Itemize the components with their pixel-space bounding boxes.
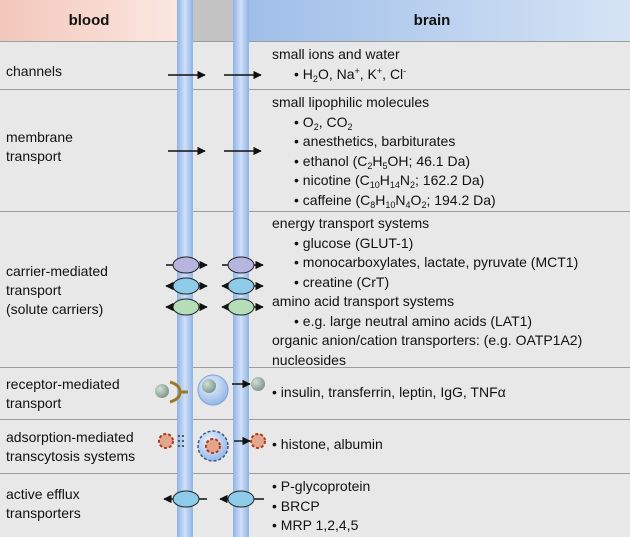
row-bg-carrier	[0, 211, 630, 367]
details-receptor-mediated: • insulin, transferrin, leptin, IgG, TNF…	[272, 383, 506, 403]
details-membrane-transport: small lipophilic molecules • O2, CO2 • a…	[272, 93, 496, 210]
details-channels: small ions and water • H2O, Na+, K+, Cl-	[272, 45, 406, 84]
blood-header-label: blood	[68, 12, 110, 29]
details-title: small ions and water	[272, 46, 400, 62]
details-item: • histone, albumin	[272, 436, 383, 452]
category-membrane-transport: membrane transport	[6, 128, 73, 166]
row-bg-membrane	[0, 89, 630, 211]
row-separator	[0, 89, 630, 90]
row-separator	[0, 367, 630, 368]
details-heading: nucleosides	[272, 351, 346, 368]
category-line: active efflux	[6, 486, 80, 502]
details-item: • monocarboxylates, lactate, pyruvate (M…	[294, 254, 579, 270]
details-item: • O2, CO2	[294, 113, 353, 132]
details-adsorption-mediated: • histone, albumin	[272, 435, 383, 455]
efflux-pump-icon	[163, 490, 264, 508]
row-separator	[0, 473, 630, 474]
category-line: transcytosis systems	[6, 448, 136, 464]
details-item: • anesthetics, barbiturates	[294, 133, 456, 149]
category-receptor-mediated: receptor-mediated transport	[6, 375, 120, 413]
details-carrier-mediated: energy transport systems • glucose (GLUT…	[272, 214, 582, 370]
row-bg-adsorption	[0, 419, 630, 473]
category-line: carrier-mediated	[6, 263, 108, 279]
category-line: (solute carriers)	[6, 301, 104, 317]
category-line: transporters	[6, 505, 81, 521]
details-title: small lipophilic molecules	[272, 94, 430, 110]
details-heading: organic anion/cation transporters: (e.g.…	[272, 332, 583, 348]
details-item: • ethanol (C2H5OH; 46.1 Da)	[294, 152, 471, 171]
details-item: • creatine (CrT)	[294, 273, 390, 290]
details-item: • MRP 1,2,4,5	[272, 517, 359, 533]
category-channels: channels	[6, 62, 62, 81]
details-item: • nicotine (C10H14N2; 162.2 Da)	[294, 172, 485, 190]
blood-header: blood	[0, 0, 178, 41]
details-item: • e.g. large neutral amino acids (LAT1)	[294, 312, 533, 329]
brain-header-label: brain	[413, 12, 451, 29]
carrier-bidirectional-icon	[165, 277, 264, 295]
row-bg-efflux	[0, 473, 630, 537]
category-line: channels	[6, 63, 63, 79]
category-active-efflux: active efflux transporters	[6, 485, 81, 523]
carrier-lat1-icon	[165, 298, 264, 316]
details-item: • caffeine (C8H10N4O2; 194.2 Da)	[294, 191, 496, 210]
details-item: • BRCP	[272, 497, 320, 514]
row-separator	[0, 41, 630, 42]
category-line: membrane	[6, 129, 73, 145]
details-active-efflux: • P-glycoprotein • BRCP • MRP 1,2,4,5	[272, 477, 370, 536]
details-item: • glucose (GLUT-1)	[294, 234, 414, 251]
adsorptive-vesicle-icon	[197, 430, 229, 462]
row-bg-receptor	[0, 367, 630, 419]
endocytic-vesicle-icon	[197, 374, 229, 406]
details-heading: amino acid transport systems	[272, 293, 455, 309]
row-bg-channels	[0, 41, 630, 89]
row-separator	[0, 211, 630, 212]
details-heading: energy transport systems	[272, 215, 430, 231]
category-adsorption-mediated: adsorption-mediated transcytosis systems	[6, 428, 135, 466]
row-separator	[0, 419, 630, 420]
category-carrier-mediated: carrier-mediated transport (solute carri…	[6, 262, 108, 319]
details-item: • H2O, Na+, K+, Cl-	[294, 65, 407, 84]
adsorption-release-icon	[234, 433, 266, 449]
category-line: transport	[6, 395, 62, 411]
carrier-glut1-icon	[166, 256, 264, 274]
category-line: transport	[6, 148, 62, 164]
receptor-release-icon	[232, 377, 265, 391]
category-line: receptor-mediated	[6, 376, 120, 392]
receptor-ligand-icon	[155, 380, 188, 404]
category-line: adsorption-mediated	[6, 429, 134, 445]
cationic-protein-icon	[158, 433, 184, 449]
details-item: • insulin, transferrin, leptin, IgG, TNF…	[272, 384, 506, 400]
brain-header: brain	[234, 0, 630, 41]
category-line: transport	[6, 282, 62, 298]
details-item: • P-glycoprotein	[272, 478, 371, 494]
